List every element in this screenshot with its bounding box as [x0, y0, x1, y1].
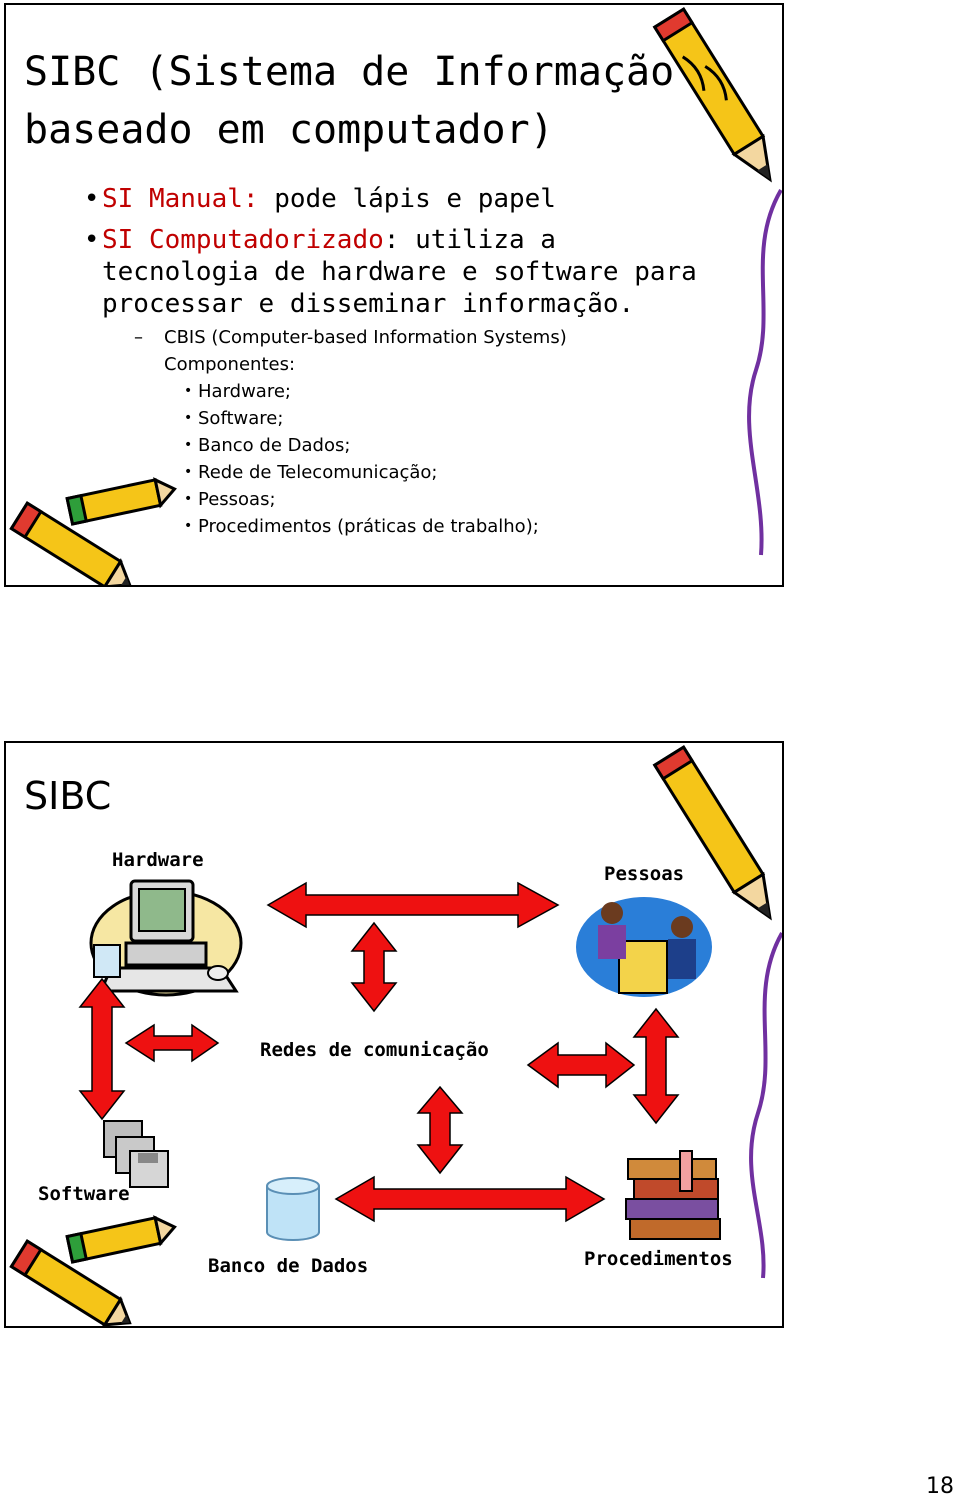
component-item: •Hardware; [184, 381, 291, 402]
component-label: Hardware; [198, 381, 291, 402]
label-redes: Redes de comunicação [260, 1039, 489, 1061]
arrow-redes-hardware [350, 921, 398, 1013]
floppy-disks-icon [103, 1120, 169, 1188]
connection-arrows [78, 881, 680, 1223]
computer-icon [89, 879, 243, 997]
books-icon [625, 1150, 721, 1240]
bullet-dot: • [84, 225, 100, 255]
component-item: •Pessoas; [184, 489, 276, 510]
component-label: Banco de Dados; [198, 435, 351, 456]
arrow-hardware-pessoas [266, 881, 560, 929]
bullet-text: pode lápis e papel [258, 184, 556, 214]
arrow-hardware-software [78, 977, 126, 1121]
component-item: •Rede de Telecomunicação; [184, 462, 438, 483]
component-item: •Software; [184, 408, 284, 429]
pencil-icon [652, 7, 772, 183]
label-software: Software [38, 1183, 130, 1205]
component-label: Rede de Telecomunicação; [198, 462, 438, 483]
slide-2: SIBC Hardware Pessoas Redes de comunicaç… [4, 741, 784, 1328]
slide-2-title: SIBC [24, 774, 112, 818]
label-hardware: Hardware [112, 849, 204, 871]
decorative-curve [749, 932, 782, 1279]
sub-cbis: – CBIS (Computer-based Information Syste… [134, 324, 664, 378]
arrow-banco-procedimentos [334, 1175, 606, 1223]
pencil-icon [9, 1215, 177, 1326]
bullet-si-computadorizado: • SI Computadorizado: utiliza a tecnolog… [84, 224, 712, 320]
component-label: Procedimentos (práticas de trabalho); [198, 516, 539, 537]
component-item: •Procedimentos (práticas de trabalho); [184, 516, 539, 537]
bullet-dot: • [84, 184, 100, 214]
slide-1: SIBC (Sistema de Informação baseado em c… [4, 3, 784, 587]
database-cylinder-icon [266, 1177, 320, 1241]
bullet-keyword: SI Manual: [102, 184, 259, 214]
label-banco: Banco de Dados [208, 1255, 369, 1277]
label-procedimentos: Procedimentos [584, 1248, 733, 1270]
page-number: 18 [926, 1474, 954, 1499]
bullet-keyword: SI Computadorizado [102, 225, 384, 255]
arrow-redes-banco [416, 1085, 464, 1175]
component-label: Pessoas; [198, 489, 276, 510]
component-label: Software; [198, 408, 284, 429]
sub-cbis-text: CBIS (Computer-based Information Systems… [164, 327, 567, 375]
slide-1-title: SIBC (Sistema de Informação baseado em c… [24, 49, 675, 153]
dash-marker: – [134, 327, 143, 348]
pencil-icon [652, 745, 772, 921]
pencil-icon [9, 477, 177, 585]
decorative-curve [747, 188, 782, 556]
arrow-hardware-redes [124, 1023, 220, 1063]
arrow-redes-pessoas [526, 1041, 636, 1089]
label-pessoas: Pessoas [604, 863, 685, 885]
bullet-text: : utiliza a tecnologia de hardware e sof… [102, 225, 697, 319]
bullet-si-manual: • SI Manual: pode lápis e papel [84, 183, 702, 215]
component-item: •Banco de Dados; [184, 435, 351, 456]
arrow-pessoas-procedimentos [632, 1007, 680, 1125]
people-icon [576, 897, 712, 997]
